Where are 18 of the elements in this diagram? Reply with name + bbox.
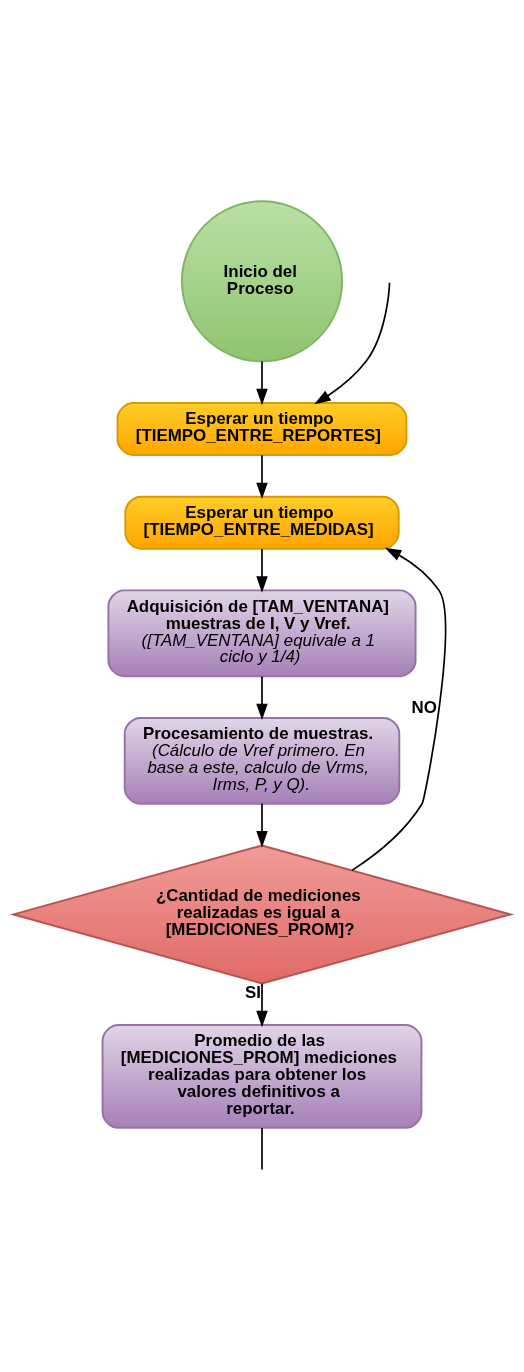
edge-label: SI bbox=[245, 982, 262, 1002]
node-box: Promedio de las [MEDICIONES_PROM] mediciones realizadas para obtener los valores definitivos a reportar. bbox=[101, 1024, 423, 1129]
arrow bbox=[351, 547, 447, 872]
arrow bbox=[314, 281, 391, 405]
node-box: Adquisición de [TAM_VENTANA] muestras de I, V y Vref. ([TAM_VENTANA] equivale a 1 ciclo y 1/4) bbox=[107, 589, 417, 678]
arrow bbox=[256, 360, 268, 406]
arrow bbox=[256, 548, 268, 593]
node-circle: Inicio del Proceso bbox=[180, 200, 344, 363]
edge-label: NO bbox=[411, 698, 437, 718]
node-box: Esperar un tiempo [TIEMPO_ENTRE_MEDIDAS] bbox=[124, 495, 400, 550]
node-diamond: ¿Cantidad de mediciones realizadas es igual a [MEDICIONES_PROM]? bbox=[9, 844, 515, 985]
arrow bbox=[256, 802, 268, 848]
arrow bbox=[256, 454, 268, 500]
connector bbox=[261, 1127, 263, 1171]
node-box: Procesamiento de muestras. (Cálculo de Vref primero. En base a este, calculo de Vrms, Irms, P, y Q). bbox=[123, 716, 401, 805]
arrow bbox=[256, 675, 268, 721]
arrow bbox=[256, 982, 268, 1028]
node-box: Esperar un tiempo [TIEMPO_ENTRE_REPORTES] bbox=[116, 402, 408, 456]
